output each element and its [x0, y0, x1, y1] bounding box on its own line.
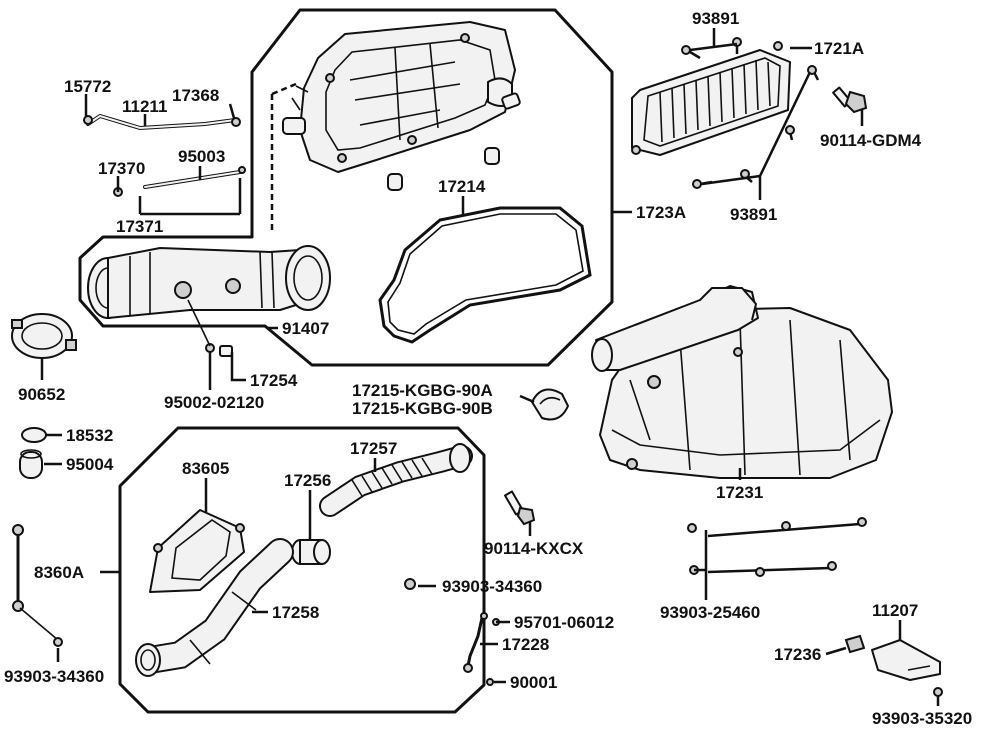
label-93903-34360-left: 93903-34360	[4, 667, 104, 686]
hose-clamp-part	[11, 313, 77, 359]
label-17214: 17214	[438, 177, 486, 196]
label-17371: 17371	[116, 217, 163, 236]
label-95701-06012: 95701-06012	[514, 613, 614, 632]
label-15772: 15772	[64, 77, 111, 96]
label-18532: 18532	[66, 426, 113, 445]
label-11211: 11211	[122, 97, 167, 116]
label-95004: 95004	[66, 455, 114, 474]
small-clip-part	[19, 427, 47, 479]
label-17368: 17368	[172, 86, 219, 105]
label-90114-KXCX: 90114-KXCX	[484, 539, 584, 558]
gasket-part	[378, 206, 592, 344]
bracket-11207-part	[844, 622, 943, 697]
connector-17256-part	[291, 539, 331, 565]
filter-screws-part	[681, 37, 820, 189]
label-90652: 90652	[18, 385, 65, 404]
clip-part	[531, 388, 569, 421]
leader-17368	[228, 103, 236, 119]
label-95003: 95003	[178, 147, 225, 166]
air-cleaner-cover-part	[591, 285, 893, 479]
air-filter-element-part	[631, 41, 791, 156]
label-93891-bottom: 93891	[730, 205, 777, 224]
corrugated-hose-part	[319, 443, 473, 517]
intake-hose-part	[135, 538, 294, 677]
bolt-kxcx-part	[504, 490, 536, 526]
label-93891-top: 93891	[692, 9, 739, 28]
label-95002-02120: 95002-02120	[164, 393, 264, 412]
leader-17254	[230, 352, 246, 382]
label-17215-90B: 17215-KGBG-90B	[352, 399, 493, 418]
breather-pipe-part	[463, 612, 500, 686]
label-17231: 17231	[716, 483, 763, 502]
cover-screws-part	[687, 517, 867, 577]
label-90114-GDM4: 90114-GDM4	[820, 131, 922, 150]
label-1721A: 1721A	[814, 39, 864, 58]
bolt-gdm4-part	[832, 86, 868, 114]
label-93903-34360-mid: 93903-34360	[442, 577, 542, 596]
bracket-83605-part	[149, 509, 245, 593]
label-17258: 17258	[272, 603, 319, 622]
label-90001: 90001	[510, 673, 557, 692]
upper-group-outline	[78, 8, 614, 367]
label-93903-25460: 93903-25460	[660, 603, 760, 622]
leader-17236	[825, 646, 847, 656]
lower-group-outline	[118, 426, 486, 714]
leader-93891-top	[689, 28, 738, 52]
leader-17215	[519, 394, 535, 404]
label-17236: 17236	[774, 645, 821, 664]
screw-mid-part	[404, 578, 416, 590]
label-17257: 17257	[350, 439, 397, 458]
label-11207: 11207	[872, 601, 918, 620]
inlet-duct-part	[87, 245, 331, 319]
label-83605: 83605	[182, 459, 229, 478]
breather-tube-part	[83, 113, 246, 197]
label-8360A: 8360A	[34, 563, 84, 582]
label-17254: 17254	[250, 371, 298, 390]
leader-93903-25460	[694, 530, 708, 600]
label-17370: 17370	[98, 159, 145, 178]
rod-8360a-part	[12, 524, 63, 647]
label-1723A: 1723A	[636, 203, 686, 222]
label-91407: 91407	[282, 319, 329, 338]
label-17215-90A: 17215-KGBG-90A	[352, 381, 493, 400]
label-17228: 17228	[502, 635, 549, 654]
leader-93891-bottom	[701, 71, 812, 200]
air-cleaner-case-part	[270, 21, 521, 233]
label-93903-35320: 93903-35320	[872, 709, 972, 728]
leader-17371	[138, 178, 242, 216]
drain-plug-part	[187, 299, 233, 357]
label-17256: 17256	[284, 471, 331, 490]
